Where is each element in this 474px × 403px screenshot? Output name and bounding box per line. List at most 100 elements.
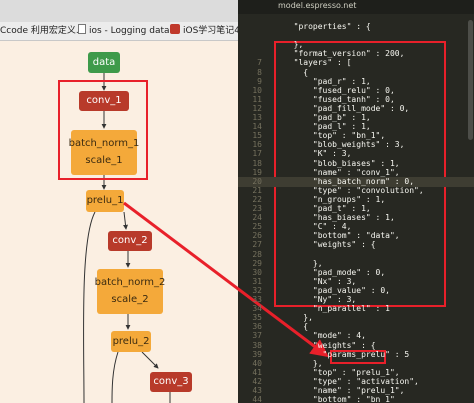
code-line[interactable]: 8 {	[238, 68, 474, 78]
bookmark-ccode[interactable]: Ccode 利用宏定义...	[0, 24, 84, 38]
code-text: "pad_r" : 1,	[284, 76, 371, 86]
editor-tab[interactable]: model.espresso.net	[238, 0, 474, 14]
code-text: "has_batch_norm" : 0,	[284, 176, 415, 186]
line-number: 22	[252, 194, 262, 204]
code-line[interactable]: 18 "blob_biases" : 1,	[238, 159, 474, 169]
line-number: 17	[252, 149, 262, 159]
code-text: "layers" : [	[284, 58, 352, 68]
edge-prelu1-conv2	[123, 211, 128, 230]
code-text: "pad_fill_mode" : 0,	[284, 103, 410, 113]
node-conv-3[interactable]: conv_3	[150, 372, 192, 392]
highlight-box-conv-block	[58, 80, 148, 180]
line-number: 44	[252, 395, 262, 403]
node-label: conv_2	[112, 235, 148, 246]
code-text: "K" : 3,	[284, 149, 352, 159]
code-line[interactable]: 17 "K" : 3,	[238, 149, 474, 159]
document-icon	[78, 24, 86, 34]
code-line[interactable]: 15 "top" : "bn_1",	[238, 131, 474, 141]
code-line[interactable]: 7 "layers" : [	[238, 58, 474, 68]
code-text: "name" : "prelu_1",	[284, 386, 405, 395]
code-line[interactable]: "format_version" : 200,	[238, 49, 474, 59]
code-text: {	[284, 67, 309, 77]
node-batch-norm-2[interactable]: batch_norm_2 scale_2	[95, 269, 165, 314]
file-title: model.espresso.net	[278, 1, 357, 10]
code-text: "n_groups" : 1,	[284, 194, 386, 204]
code-text: "fused_tanh" : 0,	[284, 94, 395, 104]
code-text: "type" : "convolution",	[284, 185, 424, 195]
code-text: "blob_biases" : 1,	[284, 158, 400, 168]
line-number: 18	[252, 158, 262, 168]
line-number: 15	[252, 131, 262, 141]
code-line[interactable]: 19 "name" : "conv_1",	[238, 168, 474, 178]
code-line[interactable]: 16 "blob_weights" : 3,	[238, 140, 474, 150]
code-text: "pad_mode" : 0,	[284, 267, 386, 277]
code-line[interactable]: 20 "has_batch_norm" : 0,	[238, 176, 474, 187]
tab-strip	[0, 0, 238, 22]
edge-prelu1-skip	[83, 211, 96, 403]
code-text: },	[284, 40, 304, 50]
node-data[interactable]: data	[88, 52, 120, 73]
code-editor: model.espresso.net "properties" : { }, "…	[238, 0, 474, 403]
code-text: "top" : "bn_1",	[284, 131, 386, 141]
code-line[interactable]: 42 "type" : "activation",	[238, 377, 474, 387]
code-text: "params_prelu" : 5	[284, 349, 410, 359]
edge-prelu2-conv3	[141, 351, 159, 369]
code-text: "weights" : {	[284, 240, 376, 250]
code-line[interactable]: 14 "pad_l" : 1,	[238, 122, 474, 132]
line-number: 14	[252, 122, 262, 132]
bookmark-ios-logging[interactable]: ios - Logging data...	[78, 24, 178, 38]
code-text: "bottom" : "data",	[284, 231, 400, 241]
code-line[interactable]: 43 "name" : "prelu_1",	[238, 386, 474, 396]
node-conv-1[interactable]: conv_1	[79, 91, 129, 111]
node-prelu-2[interactable]: prelu_2	[111, 331, 151, 352]
code-text: "pad_t" : 1,	[284, 204, 371, 213]
code-line[interactable]: 9 "pad_r" : 1,	[238, 77, 474, 87]
code-text: "bottom" : "bn_1"	[284, 395, 395, 403]
code-line[interactable]: 10 "fused_relu" : 0,	[238, 86, 474, 96]
node-label: prelu_1	[86, 195, 124, 206]
node-label: prelu_2	[112, 335, 150, 347]
code-line[interactable]: 41 "top" : "prelu_1",	[238, 368, 474, 378]
code-text: "mode" : 4,	[284, 331, 366, 341]
line-number: 10	[252, 85, 262, 95]
code-text: "pad_value" : 0,	[284, 285, 390, 295]
code-text: "format_version" : 200,	[284, 49, 405, 59]
highlight-box-prelu-top	[330, 350, 386, 364]
line-number: 41	[252, 367, 262, 377]
line-number: 40	[252, 358, 262, 368]
line-number: 12	[252, 103, 262, 113]
code-text: "weights" : {	[284, 340, 376, 350]
bookmark-bar: Ccode 利用宏定义... ios - Logging data... iOS…	[0, 0, 238, 41]
code-line[interactable]: 12 "pad_fill_mode" : 0,	[238, 104, 474, 114]
editor-scrollbar[interactable]	[468, 20, 473, 140]
bookmark-label: ios - Logging data...	[89, 26, 179, 36]
code-line[interactable]: 40 },	[238, 359, 474, 369]
code-text: },	[284, 358, 323, 368]
code-line[interactable]: 21 "type" : "convolution",	[238, 186, 474, 196]
code-line[interactable]: },	[238, 40, 474, 50]
bookmark-label: iOS学习笔记40-...	[183, 26, 238, 36]
code-line[interactable]: 13 "pad_b" : 1,	[238, 113, 474, 123]
line-number: 7	[257, 58, 262, 68]
line-number: 16	[252, 140, 262, 150]
code-text: "pad_l" : 1,	[284, 122, 371, 132]
bookmark-ios-notes[interactable]: iOS学习笔记40-...	[170, 24, 238, 38]
node-batch-norm-1[interactable]: batch_norm_1 scale_1	[69, 130, 139, 175]
code-line[interactable]: "properties" : {	[238, 22, 474, 32]
code-text: "properties" : {	[284, 22, 371, 31]
code-line[interactable]: 11 "fused_tanh" : 0,	[238, 95, 474, 105]
line-number: 43	[252, 386, 262, 395]
node-sublabel: scale_2	[111, 294, 149, 305]
node-conv-2[interactable]: conv_2	[108, 231, 152, 251]
code-text: "type" : "activation",	[284, 376, 419, 386]
node-label: data	[92, 56, 116, 68]
line-number: 8	[257, 67, 262, 77]
code-text: "fused_relu" : 0,	[284, 85, 395, 95]
code-line[interactable]: 44 "bottom" : "bn_1"	[238, 395, 474, 403]
code-line[interactable]: 22 "n_groups" : 1,	[238, 195, 474, 205]
node-prelu-1[interactable]: prelu_1	[86, 190, 124, 212]
node-label: conv_1	[86, 95, 122, 106]
line-number: 19	[252, 167, 262, 177]
line-number: 9	[257, 76, 262, 86]
code-text: "top" : "prelu_1",	[284, 367, 400, 377]
